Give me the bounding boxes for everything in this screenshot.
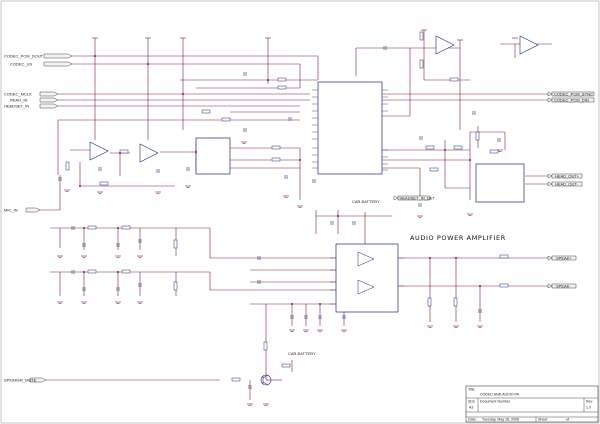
port-codec-pcm-sync-label: CODEC_PCM_SYNC bbox=[554, 91, 593, 96]
title-block-sheet-of: of bbox=[566, 418, 569, 422]
port-speaker-m-label: SPEAK- bbox=[556, 283, 571, 288]
title-block-size: A3 bbox=[469, 406, 473, 410]
port-codec-us: CODEC_US bbox=[10, 62, 73, 67]
opamp-mic-filter bbox=[139, 143, 159, 163]
capacitor-group bbox=[58, 46, 501, 389]
opamp-mic-pre bbox=[89, 141, 109, 161]
title-block-docnum-label: Document Number bbox=[480, 400, 511, 404]
port-speaker-mute-label: SPEAKER_MUTE bbox=[4, 378, 37, 383]
port-head-out-p: HEAD_OUT+ bbox=[547, 173, 583, 179]
opamp-buffer-a bbox=[435, 35, 455, 55]
port-codec-mclk: CODEC_MCLK bbox=[4, 92, 59, 97]
title-block-sheet-label: Sheet bbox=[538, 418, 547, 422]
title-block-frame bbox=[465, 385, 599, 423]
port-head-out-m: HEAD_OUT- bbox=[547, 181, 583, 187]
port-speaker-mute: SPEAKER_MUTE bbox=[4, 378, 47, 383]
wire-net bbox=[40, 30, 552, 400]
net-label-car-battery-bottom: CAR BATTERY bbox=[288, 351, 316, 356]
port-headset-in: HEADSET_IN bbox=[4, 104, 59, 109]
mux-chip bbox=[195, 137, 231, 175]
port-headset-in-label: HEADSET_IN bbox=[4, 104, 29, 109]
port-speaker-p-label: SPEAK+ bbox=[556, 255, 572, 260]
ground-symbols bbox=[57, 141, 503, 406]
title-block-title-label: Title bbox=[468, 388, 475, 392]
power-amp-stage-1 bbox=[357, 251, 375, 267]
title-block-date: Tuesday, May 16, 2006 bbox=[482, 418, 519, 422]
title-block-date-label: Date: bbox=[468, 418, 477, 422]
codec-chip bbox=[317, 81, 383, 175]
port-speaker-p: SPEAK+ bbox=[547, 255, 577, 261]
port-codec-pcm-dout: CODEC_PCM_DOUT bbox=[4, 54, 73, 59]
port-codec-pcm-din-label: CODEC_PCM_DIN bbox=[554, 97, 589, 102]
port-codec-pcm-sync: CODEC_PCM_SYNC bbox=[547, 91, 595, 97]
port-codec-us-label: CODEC_US bbox=[10, 62, 33, 67]
port-codec-pcm-din: CODEC_PCM_DIN bbox=[547, 97, 595, 103]
port-mic-in: MIC_IN bbox=[4, 208, 41, 213]
port-headset-in-det: HEADSET_IN_DET bbox=[393, 195, 436, 201]
title-block-title: CODEC AND AUDIO PA bbox=[480, 393, 520, 397]
port-speaker-m: SPEAK- bbox=[547, 283, 577, 289]
power-amp-pins bbox=[330, 257, 404, 305]
power-amp-chip bbox=[335, 243, 399, 313]
port-read-in: READ_IN bbox=[10, 98, 59, 103]
title-block-rev-label: Rev bbox=[586, 400, 593, 404]
port-codec-mclk-label: CODEC_MCLK bbox=[4, 92, 32, 97]
port-head-out-p-label: HEAD_OUT+ bbox=[555, 173, 580, 178]
power-amp-stage-2 bbox=[357, 279, 375, 295]
port-headset-in-det-label: HEADSET_IN_DET bbox=[400, 195, 436, 200]
codec-pins bbox=[312, 89, 388, 171]
mute-transistor bbox=[260, 374, 272, 386]
headphone-amp-chip bbox=[475, 163, 525, 203]
port-mic-in-label: MIC_IN bbox=[4, 208, 18, 213]
opamp-buffer-b bbox=[519, 35, 539, 55]
resistor-group bbox=[65, 31, 509, 382]
section-heading: AUDIO POWER AMPLIFIER bbox=[410, 234, 506, 242]
supply-symbols bbox=[92, 29, 518, 41]
title-block: Title CODEC AND AUDIO PA Size A3 Documen… bbox=[465, 385, 599, 423]
title-block-size-label: Size bbox=[468, 400, 475, 404]
title-block-rev: 1.0 bbox=[586, 406, 591, 410]
port-head-out-m-label: HEAD_OUT- bbox=[555, 181, 579, 186]
port-read-in-label: READ_IN bbox=[10, 98, 27, 103]
net-label-car-battery-top: CAR BATTERY bbox=[352, 199, 380, 204]
junction-dots bbox=[79, 55, 481, 305]
port-codec-pcm-dout-label: CODEC_PCM_DOUT bbox=[4, 54, 44, 59]
